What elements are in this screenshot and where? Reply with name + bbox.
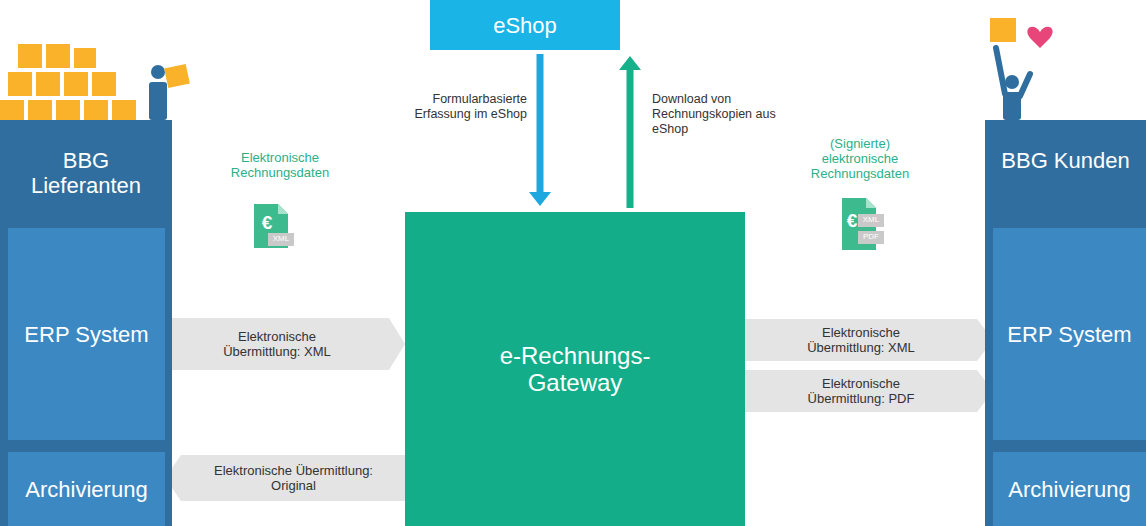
flow-arrow [165, 455, 405, 501]
arrow-label: Elektronische Übermittlung: XML [202, 329, 352, 359]
box-label: ERP System [24, 322, 148, 347]
box-label: ERP System [1007, 322, 1131, 347]
column-heading: BBG Lieferanten [10, 148, 162, 198]
flow-arrow [529, 54, 551, 206]
flow-arrow [165, 318, 405, 370]
invoice-icon-left [254, 204, 294, 248]
system-box: ERP System [8, 228, 165, 440]
system-box: Archivierung [8, 452, 165, 526]
data-caption: Elektronische Rechnungsdaten [222, 150, 338, 180]
euro-sign: € [254, 212, 280, 233]
arrow-label: Elektronische Übermittlung: Original [211, 463, 376, 493]
flow-arrow [619, 56, 641, 208]
format-tag: XML [268, 234, 294, 244]
flow-arrow [745, 370, 993, 412]
data-caption: (Signierte) elektronische Rechnungsdaten [796, 136, 924, 181]
arrow-label: Download von Rechnungskopien aus eShop [652, 92, 784, 137]
box-label: Archivierung [25, 477, 147, 502]
column-heading: BBG Kunden [995, 148, 1136, 173]
party-column: BBG KundenERP SystemArchivierung [985, 120, 1146, 526]
format-tag: XML [858, 215, 884, 225]
party-column: BBG LieferantenERP SystemArchivierung [0, 120, 172, 526]
process-box: e-Rechnungs- Gateway [405, 212, 745, 526]
stacked-boxes [0, 44, 136, 120]
arrow-label: Formularbasierte Erfassung im eShop [395, 92, 527, 122]
box-label: Archivierung [1008, 477, 1130, 502]
process-box: eShop [430, 0, 620, 50]
invoice-icon-right [842, 198, 884, 250]
box-label: eShop [493, 13, 557, 38]
system-box: ERP System [993, 228, 1146, 440]
arrow-label: Elektronische Übermittlung: XML [786, 325, 936, 355]
person-left [149, 64, 190, 120]
arrow-label: Elektronische Übermittlung: PDF [786, 376, 936, 406]
format-tag: PDF [858, 232, 884, 242]
box-label: e-Rechnungs- Gateway [490, 342, 660, 396]
flow-arrow [745, 319, 993, 361]
euro-sign: € [842, 210, 862, 231]
person-right [990, 18, 1053, 120]
system-box: Archivierung [993, 452, 1146, 526]
